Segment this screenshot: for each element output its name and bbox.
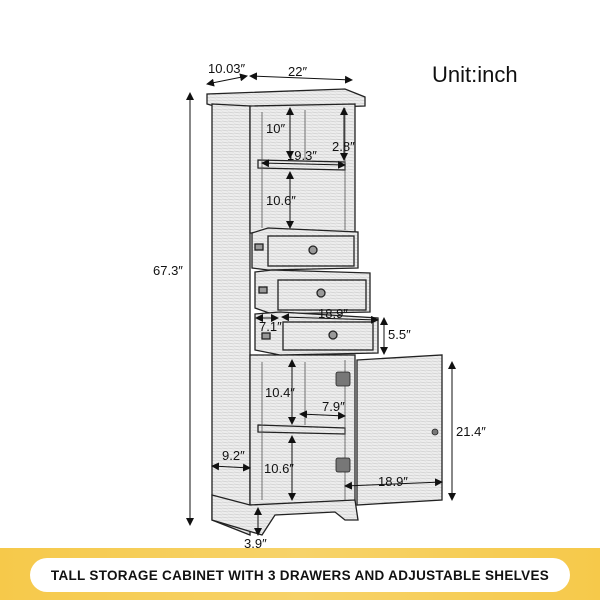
lower-shelf-height-label: 10.4″	[265, 385, 295, 400]
door-hinges	[335, 371, 351, 473]
drawer-knob-icon	[308, 245, 318, 255]
title-banner: TALL STORAGE CABINET WITH 3 DRAWERS AND …	[0, 548, 600, 600]
base-height-label: 3.9″	[244, 536, 267, 548]
banner-title: TALL STORAGE CABINET WITH 3 DRAWERS AND …	[50, 567, 550, 583]
bottom-shelf-height-label: 10.6″	[264, 461, 294, 476]
drawer-middle	[254, 269, 371, 315]
door-width-label: 18.9″	[378, 474, 408, 489]
width-label: 22″	[288, 64, 307, 79]
crown-height-label: 2.8″	[332, 139, 355, 154]
unit-label: Unit:inch	[432, 62, 518, 87]
side-depth-label: 9.2″	[222, 448, 245, 463]
drawer-knob-icon	[328, 330, 338, 340]
drawer-depth-label: 7.1″	[259, 319, 282, 334]
drawer-height-label: 5.5″	[388, 327, 411, 342]
drawer-knob-icon	[316, 288, 326, 298]
title-banner-pill: TALL STORAGE CABINET WITH 3 DRAWERS AND …	[30, 558, 570, 592]
shelf-depth-label: 7.9″	[322, 399, 345, 414]
cabinet-door	[356, 354, 443, 506]
base-plinth	[211, 494, 359, 536]
depth-label: 10.03″	[208, 61, 246, 76]
drawer-width-label: 18.9″	[318, 306, 348, 321]
door-knob-icon	[431, 428, 439, 436]
hinge-icon	[335, 457, 351, 473]
hinge-icon	[335, 371, 351, 387]
second-shelf-height-label: 10.6″	[266, 193, 296, 208]
shelf-inner-width-label: 19.3″	[287, 148, 317, 163]
top-shelf-height-label: 10″	[266, 121, 285, 136]
left-side-panel	[211, 103, 251, 536]
drawer-top	[251, 227, 359, 271]
drawers	[251, 227, 379, 356]
height-label: 67.3″	[153, 263, 183, 278]
door-height-label: 21.4″	[456, 424, 486, 439]
cabinet-dimension-drawing: Unit:inch	[153, 61, 518, 548]
dimension-lines	[186, 72, 456, 536]
